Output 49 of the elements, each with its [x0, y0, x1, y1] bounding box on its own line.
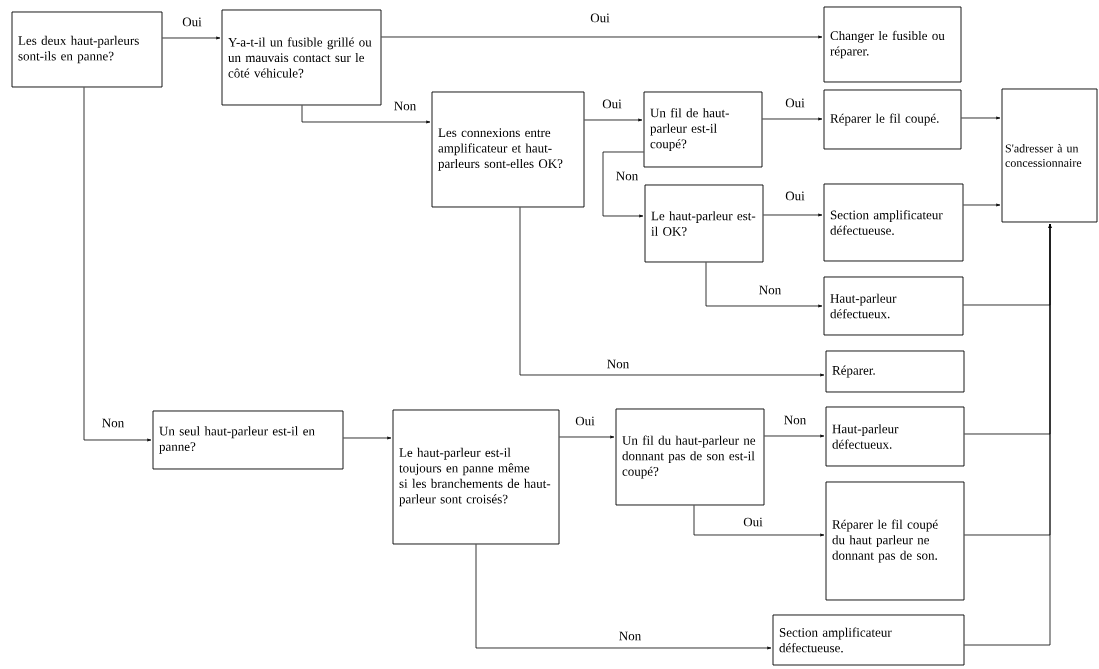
edge-label: Non [605, 358, 631, 370]
process-box: Haut-parleur défectueux. [825, 406, 965, 467]
arrow [963, 203, 1001, 207]
arrow [381, 35, 823, 39]
edge-label: Non [757, 284, 783, 296]
edge-label: Non [617, 630, 643, 642]
edge-label: Oui [589, 12, 611, 24]
process-box: Haut-parleur défectueux. [823, 276, 964, 336]
process-box: S'adresser à un concessionnaire [1001, 88, 1098, 223]
edge-label: Non [782, 414, 808, 426]
arrow [764, 434, 825, 438]
arrow [763, 213, 823, 217]
process-box: Section amplificateur défectueuse. [823, 183, 964, 262]
edge-label: Non [100, 417, 126, 429]
process-box: Un seul haut-parleur est-il en panne? [152, 410, 344, 470]
process-box: Y-a-t-il un fusible grillé ou un mauvais contact sur le côté véhicule? [221, 9, 382, 106]
process-box: Le haut-parleur est-il toujours en panne même si les branchements de haut-parleur sont croisés? [392, 409, 560, 545]
arrow [301, 105, 431, 124]
edge-label: Oui [601, 98, 623, 110]
edge-label: Oui [742, 516, 764, 528]
arrow [475, 544, 772, 650]
arrow [162, 36, 221, 40]
edge-label: Oui [181, 16, 203, 28]
process-box: Changer le fusible ou réparer. [823, 6, 962, 83]
process-box: Réparer le fil coupé. [823, 89, 962, 150]
arrow [602, 151, 644, 218]
process-box: Les connexions entre amplificateur et haut-parleurs sont-elles OK? [431, 91, 585, 208]
arrow [584, 118, 643, 122]
arrow [559, 435, 615, 439]
arrow [693, 505, 825, 537]
edge-label: Non [392, 100, 418, 112]
arrow [343, 436, 392, 440]
arrow [961, 116, 1001, 120]
arrow [705, 262, 823, 308]
process-box: Réparer le fil coupé du haut parleur ne donnant pas de son. [825, 481, 965, 601]
edge-label: Oui [574, 415, 596, 427]
edge-label: Oui [784, 190, 806, 202]
arrow [964, 223, 1052, 646]
arrow [519, 207, 825, 377]
process-box: Les deux haut-parleurs sont-ils en panne? [11, 11, 163, 88]
process-box: Section amplificateur défectueuse. [772, 614, 965, 666]
arrow [762, 117, 823, 121]
process-box: Un fil du haut-parleur ne donnant pas de son est-il coupé? [615, 408, 765, 506]
process-box: Réparer. [825, 350, 965, 393]
arrow [83, 87, 152, 442]
edge-label: Non [614, 170, 640, 182]
process-box: Le haut-parleur est-il OK? [644, 184, 764, 263]
process-box: Un fil de haut-parleur est-il coupé? [643, 91, 763, 168]
edge-label: Oui [784, 97, 806, 109]
